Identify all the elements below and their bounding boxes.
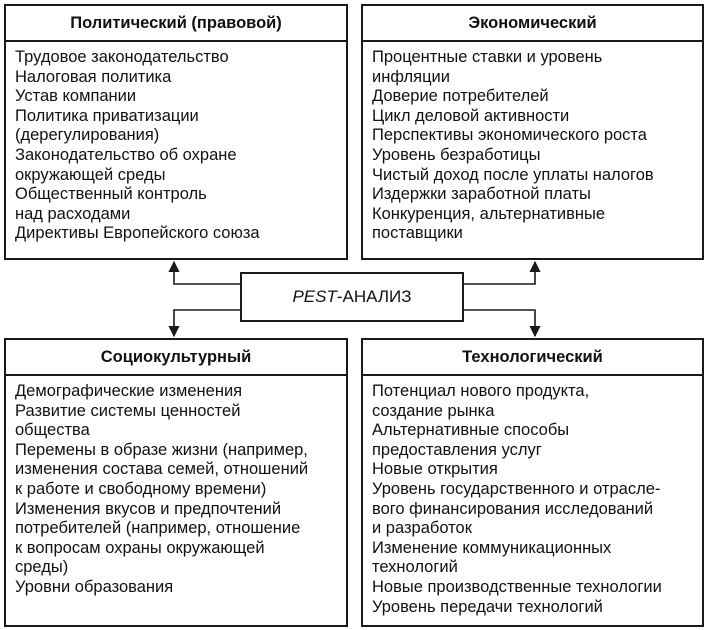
list-item: Чистый доход после уплаты налогов bbox=[372, 165, 654, 184]
list-item: Альтернативные способы bbox=[372, 421, 570, 440]
list-item: над расходами bbox=[15, 204, 131, 223]
economic-title: Экономический bbox=[363, 6, 702, 42]
arrow-to-sociocultural bbox=[168, 309, 240, 338]
list-item: Уровни образования bbox=[15, 577, 174, 596]
list-item: Уровень государственного и отрасле- bbox=[372, 479, 661, 498]
list-item: Процентные ставки и уровень bbox=[372, 48, 603, 66]
list-item: Изменение коммуникационных bbox=[372, 538, 612, 557]
list-item: Общественный контроль bbox=[15, 185, 207, 204]
technological-title: Технологический bbox=[363, 340, 702, 376]
arrow-to-political bbox=[168, 260, 240, 285]
list-item: Развитие системы ценностей bbox=[15, 401, 241, 420]
political-title: Политический (правовой) bbox=[6, 6, 346, 42]
list-item: общества bbox=[15, 421, 90, 440]
technological-box: Технологический Потенциал нового продукт… bbox=[361, 338, 704, 627]
pest-suffix: -АНАЛИЗ bbox=[336, 287, 412, 306]
list-item: инфляции bbox=[372, 67, 450, 86]
list-item: Новые производственные технологии bbox=[372, 577, 662, 596]
list-item: Политика приватизации bbox=[15, 106, 199, 125]
list-item: к работе и свободному времени) bbox=[15, 479, 267, 498]
list-item: Уровень передачи технологий bbox=[372, 597, 603, 616]
list-item: и разработок bbox=[372, 519, 472, 538]
list-item: Потенциал нового продукта, bbox=[372, 382, 590, 400]
list-item: Изменения вкусов и предпочтений bbox=[15, 499, 282, 518]
list-item: предоставления услуг bbox=[372, 440, 542, 459]
arrow-to-economic bbox=[464, 260, 541, 285]
list-item: (дерегулирования) bbox=[15, 126, 160, 145]
list-item: технологий bbox=[372, 558, 458, 577]
list-item: Налоговая политика bbox=[15, 67, 172, 86]
list-item: Издержки заработной платы bbox=[372, 185, 591, 204]
list-item: Доверие потребителей bbox=[372, 87, 549, 106]
sociocultural-box: Социокультурный Демографические изменени… bbox=[4, 338, 348, 627]
economic-box: Экономический Процентные ставки и уровен… bbox=[361, 4, 704, 260]
list-item: вого финансирования исследований bbox=[372, 499, 654, 518]
list-item: потребителей (например, отношение bbox=[15, 519, 301, 538]
list-item: Новые открытия bbox=[372, 460, 498, 479]
sociocultural-title: Социокультурный bbox=[6, 340, 346, 376]
list-item: изменения состава семей, отношений bbox=[15, 460, 309, 479]
list-item: Конкуренция, альтернативные bbox=[372, 204, 606, 223]
pest-acronym: PEST bbox=[292, 287, 337, 306]
list-item: Демографические изменения bbox=[15, 382, 243, 400]
list-item: Перспективы экономического роста bbox=[372, 126, 647, 145]
list-item: Уровень безработицы bbox=[372, 145, 541, 164]
technological-list: Потенциал нового продукта,создание рынка… bbox=[363, 376, 702, 617]
list-item: Устав компании bbox=[15, 87, 137, 106]
list-item: Цикл деловой активности bbox=[372, 106, 570, 125]
list-item: Трудовое законодательство bbox=[15, 48, 229, 66]
arrow-to-technological bbox=[464, 309, 541, 338]
list-item: к вопросам охраны окружающей bbox=[15, 538, 265, 557]
list-item: Перемены в образе жизни (например, bbox=[15, 440, 308, 459]
list-item: среды) bbox=[15, 558, 69, 577]
list-item: окружающей среды bbox=[15, 165, 166, 184]
list-item: Директивы Европейского союза bbox=[15, 224, 260, 243]
list-item: создание рынка bbox=[372, 401, 495, 420]
list-item: Законодательство об охране bbox=[15, 145, 237, 164]
list-item: поставщики bbox=[372, 224, 463, 243]
pest-analysis-center: PEST-АНАЛИЗ bbox=[240, 272, 464, 322]
political-box: Политический (правовой) Трудовое законод… bbox=[4, 4, 348, 260]
